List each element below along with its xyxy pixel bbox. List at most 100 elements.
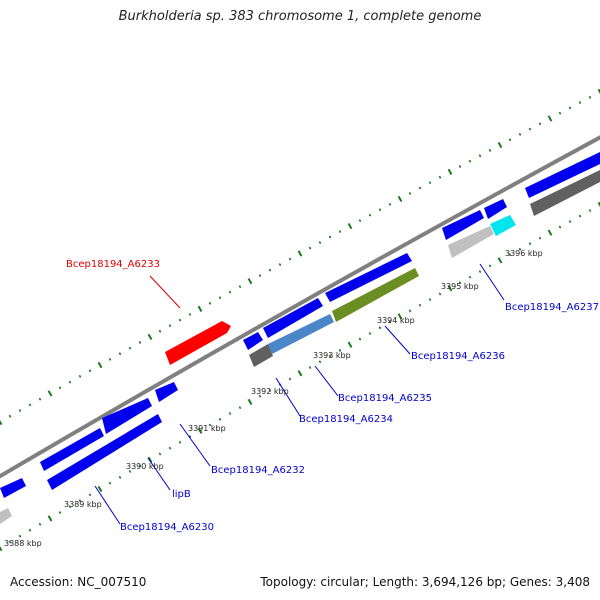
- gene-arrow-highlight[interactable]: [165, 321, 231, 365]
- gene-labels: Bcep18194_A6233 Bcep18194_A6237 Bcep1819…: [66, 259, 599, 533]
- tick-mark: [347, 341, 353, 348]
- tick-mark: [197, 427, 203, 434]
- tick-mark: [568, 106, 572, 110]
- gene-label-a6230[interactable]: Bcep18194_A6230: [120, 522, 214, 533]
- gene-label-lipb[interactable]: lipB: [172, 489, 191, 500]
- tick-mark: [28, 403, 32, 407]
- tick-mark: [88, 493, 92, 497]
- tick-mark: [228, 412, 232, 415]
- tick-mark: [168, 324, 172, 328]
- tick-mark: [297, 370, 303, 377]
- inner-tick-ring: [0, 201, 600, 552]
- tick-mark: [147, 333, 153, 340]
- gene-arrow[interactable]: [530, 170, 600, 216]
- gene-arrow[interactable]: [332, 268, 419, 322]
- map-title: Burkholderia sp. 383 chromosome 1, compl…: [118, 9, 482, 24]
- tick-mark: [97, 485, 103, 493]
- gene-arrow[interactable]: [0, 478, 26, 498]
- tick-mark: [8, 540, 12, 544]
- tick-mark: [318, 360, 322, 364]
- tick-mark: [318, 241, 322, 244]
- tick-mark: [158, 329, 162, 333]
- tick-mark: [0, 545, 3, 552]
- tick-mark: [397, 313, 403, 320]
- tick-mark: [338, 230, 342, 233]
- tick-mark: [468, 159, 472, 163]
- gene-label-a6232[interactable]: Bcep18194_A6232: [211, 465, 305, 476]
- gene-arrow[interactable]: [268, 314, 334, 354]
- gene-arrow[interactable]: [490, 215, 516, 236]
- tick-mark: [78, 499, 82, 503]
- gene-arrow[interactable]: [47, 414, 162, 490]
- tick-mark: [497, 141, 503, 149]
- tick-label: 3393 kbp: [313, 351, 351, 360]
- gene-arrow[interactable]: [525, 152, 600, 198]
- tick-mark: [368, 213, 372, 217]
- tick-mark: [578, 101, 582, 104]
- tick-mark: [418, 186, 422, 190]
- tick-mark: [118, 475, 122, 479]
- leader-lines: [94, 263, 505, 525]
- gene-arrow[interactable]: [442, 210, 484, 240]
- gene-label-a6233[interactable]: Bcep18194_A6233: [66, 259, 160, 270]
- tick-mark: [268, 268, 272, 272]
- gene-arrow[interactable]: [263, 298, 323, 338]
- tick-mark: [208, 423, 212, 427]
- tick-label: 3389 kbp: [64, 500, 102, 509]
- tick-mark: [197, 305, 203, 312]
- tick-mark: [438, 175, 442, 179]
- tick-mark: [447, 168, 453, 175]
- gene-arrow[interactable]: [448, 226, 494, 258]
- gene-arrow[interactable]: [155, 382, 178, 402]
- tick-mark: [168, 446, 172, 450]
- gene-arrow[interactable]: [484, 199, 507, 219]
- tick-label: 3396 kbp: [505, 249, 543, 258]
- gene-label-a6236[interactable]: Bcep18194_A6236: [411, 351, 505, 362]
- tick-mark: [597, 201, 600, 208]
- tick-mark: [347, 223, 353, 230]
- tick-mark: [528, 242, 532, 246]
- tick-mark: [478, 154, 482, 158]
- tick-mark: [0, 419, 3, 426]
- tick-mark: [547, 229, 553, 236]
- gene-arrow[interactable]: [102, 398, 152, 434]
- tick-mark: [568, 220, 572, 223]
- tick-mark: [247, 398, 253, 405]
- genome-backbone: [0, 135, 600, 479]
- gene-label-a6237[interactable]: Bcep18194_A6237: [505, 302, 599, 313]
- tick-mark: [488, 264, 492, 268]
- tick-mark: [538, 122, 542, 126]
- tick-mark: [128, 470, 132, 473]
- tick-mark: [88, 369, 92, 373]
- tick-mark: [408, 309, 412, 313]
- tick-mark: [178, 318, 182, 322]
- tick-label: 3395 kbp: [441, 282, 479, 291]
- gene-label-a6235[interactable]: Bcep18194_A6235: [338, 393, 432, 404]
- gene-arrow[interactable]: [243, 332, 263, 350]
- gene-arrow[interactable]: [249, 344, 273, 367]
- tick-mark: [47, 390, 53, 397]
- gene-arrow[interactable]: [325, 253, 412, 302]
- tick-mark: [588, 209, 592, 212]
- tick-mark: [138, 464, 142, 468]
- tick-mark: [138, 341, 142, 344]
- gene-arrow[interactable]: [0, 508, 12, 524]
- tick-label: 3388 kbp: [4, 539, 42, 548]
- tick-mark: [108, 357, 112, 361]
- tick-mark: [518, 132, 522, 136]
- tick-mark: [338, 349, 342, 352]
- tick-mark: [388, 202, 392, 206]
- gene-arrow[interactable]: [40, 428, 104, 471]
- tick-mark: [368, 332, 372, 335]
- tick-mark: [108, 481, 112, 485]
- tick-mark: [258, 274, 262, 277]
- tick-mark: [188, 435, 192, 438]
- gene-label-a6234[interactable]: Bcep18194_A6234: [299, 414, 393, 425]
- tick-mark: [238, 406, 242, 410]
- tick-mark: [247, 278, 253, 285]
- tick-mark: [438, 292, 442, 296]
- tick-mark: [558, 111, 562, 115]
- tick-mark: [538, 236, 542, 240]
- tick-label: 3391 kbp: [188, 424, 226, 433]
- tick-mark: [508, 253, 512, 257]
